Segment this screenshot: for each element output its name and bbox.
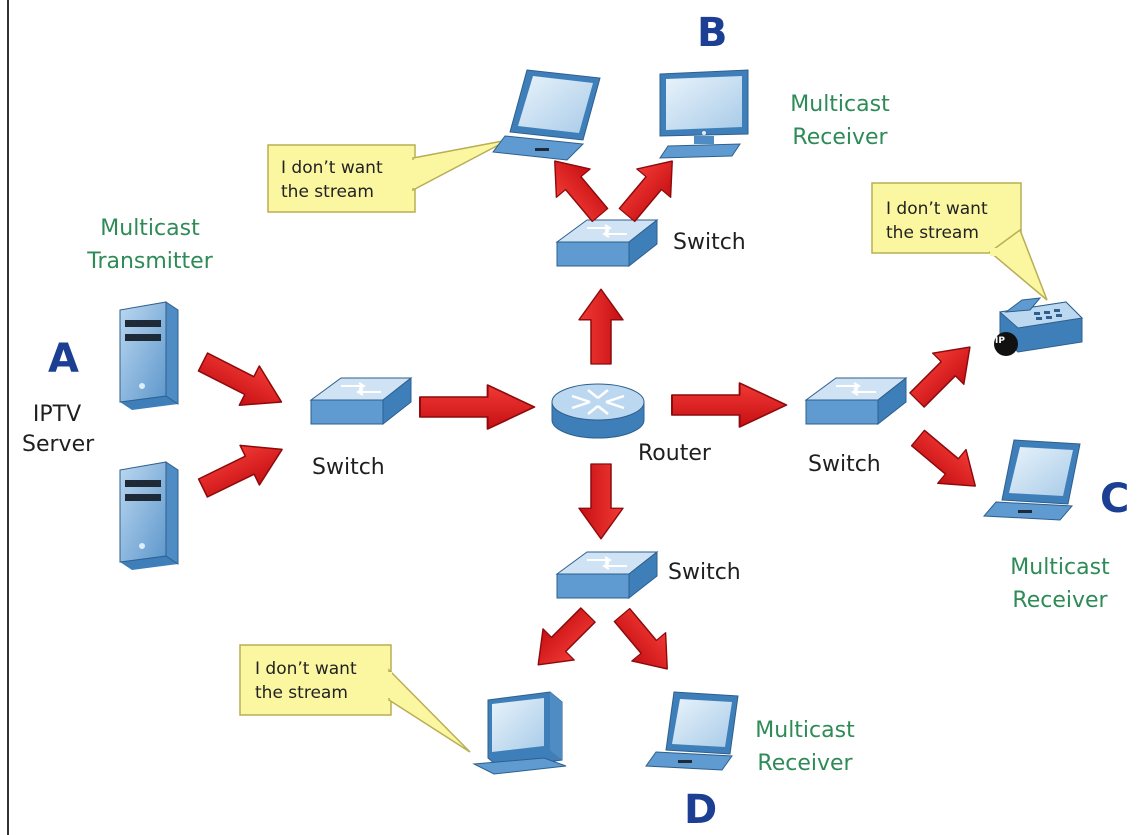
bubble-top-text: I don’t want the stream (281, 156, 383, 204)
router-label: Router (638, 441, 711, 466)
router-icon (551, 383, 645, 439)
switch-icon (309, 376, 413, 426)
receiver-d-line1: Multicast (755, 718, 855, 743)
left-border-line (7, 0, 9, 835)
bubble-right-line2: the stream (886, 223, 979, 243)
arrow-top-switch-to-desktop (609, 146, 690, 230)
arrow-router-to-top-switch (578, 288, 624, 365)
arrow-bottom-switch-to-desktop (521, 598, 605, 682)
iptv-label-line2: Server (22, 432, 95, 457)
bubble-top-line2: the stream (281, 182, 374, 202)
multicast-transmitter-label: Multicast Transmitter (70, 212, 230, 278)
ip-phone-icon (994, 297, 1084, 356)
letter-d-label: D (684, 787, 718, 833)
multicast-receiver-b-label: Multicast Receiver (770, 88, 910, 154)
arrow-bottom-switch-to-laptop (604, 600, 685, 684)
arrow-right-switch-to-phone (900, 330, 987, 417)
laptop-icon (982, 439, 1081, 521)
iptv-server-label: IPTV Server (22, 400, 95, 460)
multicast-receiver-c-label: Multicast Receiver (990, 551, 1130, 617)
arrow-server2-to-switch (192, 428, 293, 509)
server-icon (119, 461, 179, 570)
laptop-icon (492, 69, 601, 161)
receiver-b-line1: Multicast (790, 92, 890, 117)
speech-bubble-right (871, 182, 1048, 301)
arrow-router-to-bottom-switch (578, 463, 624, 540)
transmitter-label-line1: Multicast (100, 216, 200, 241)
bubble-bottom-text: I don’t want the stream (255, 657, 357, 705)
desktop-icon (472, 691, 567, 775)
switch-left-label: Switch (312, 455, 385, 480)
arrow-top-switch-to-laptop (537, 146, 618, 230)
switch-icon (555, 550, 659, 600)
receiver-c-line2: Receiver (1012, 588, 1108, 613)
bubble-right-text: I don’t want the stream (886, 197, 988, 245)
bubble-bottom-line1: I don’t want (255, 659, 357, 679)
multicast-receiver-d-label: Multicast Receiver (735, 714, 875, 780)
switch-icon (804, 376, 908, 426)
arrow-switch-to-router (419, 384, 536, 430)
letter-b-label: B (697, 10, 728, 56)
speech-bubble-bottom (239, 644, 471, 753)
switch-icon (555, 218, 659, 268)
letter-c-label: C (1100, 476, 1130, 522)
switch-right-label: Switch (808, 452, 881, 477)
arrow-router-to-right-switch (671, 382, 788, 428)
transmitter-label-line2: Transmitter (87, 249, 213, 274)
receiver-b-line2: Receiver (792, 125, 888, 150)
laptop-icon (645, 691, 739, 771)
receiver-c-line1: Multicast (1010, 555, 1110, 580)
bubble-bottom-line2: the stream (255, 683, 348, 703)
arrow-right-switch-to-laptop (903, 420, 991, 504)
speech-bubble-top (267, 139, 509, 213)
arrow-server1-to-switch (192, 341, 293, 423)
ip-badge-label: IP (995, 336, 1005, 346)
switch-bottom-label: Switch (668, 560, 741, 585)
bubble-right-line1: I don’t want (886, 199, 988, 219)
desktop-icon (659, 69, 749, 159)
switch-top-label: Switch (673, 230, 746, 255)
bubble-top-line1: I don’t want (281, 158, 383, 178)
iptv-label-line1: IPTV (32, 402, 82, 427)
letter-a-label: A (48, 336, 79, 382)
server-icon (119, 301, 179, 410)
receiver-d-line2: Receiver (757, 751, 853, 776)
